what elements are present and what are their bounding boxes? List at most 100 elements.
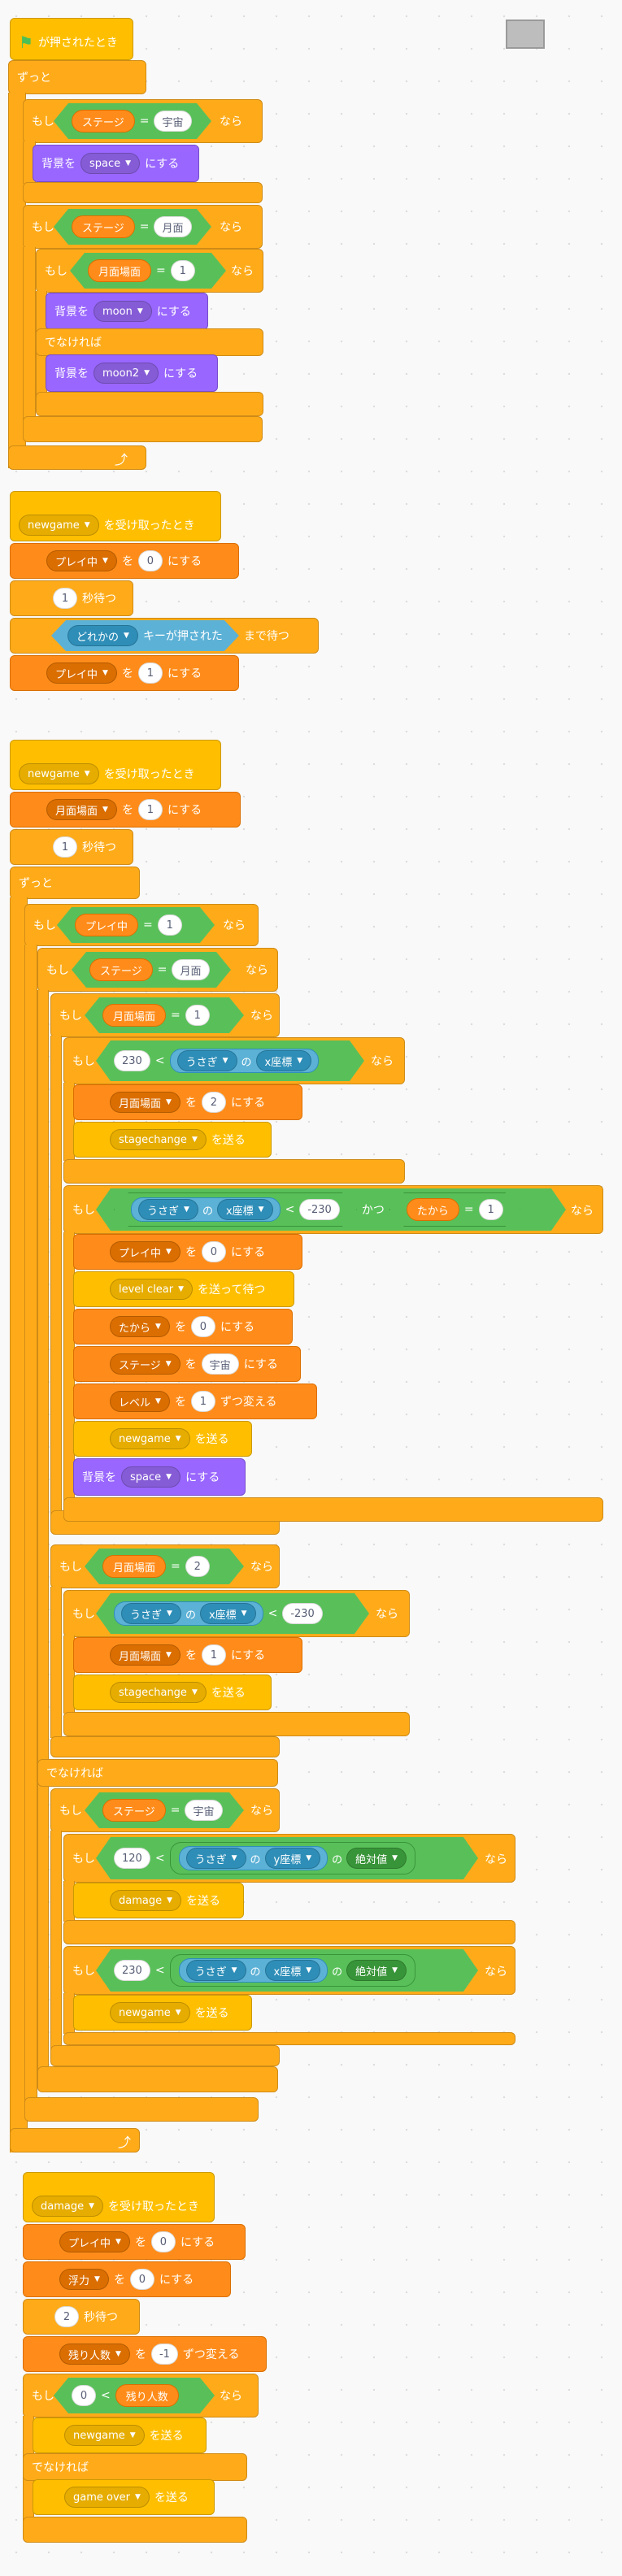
wait-block[interactable]: 1 秒待つ <box>10 580 133 616</box>
value-input[interactable]: 1 <box>201 1644 226 1666</box>
message-dropdown[interactable]: newgame▼ <box>110 2002 190 2023</box>
change-variable-block[interactable]: レベル▼ を 1 ずつ変える <box>73 1384 317 1419</box>
equals-operator[interactable]: ステージ = 月面 <box>72 952 231 988</box>
backdrop-dropdown[interactable]: moon2▼ <box>94 363 159 384</box>
broadcast-block[interactable]: newgame▼ を送る <box>73 1995 252 2031</box>
equals-operator[interactable]: たから = 1 <box>389 1192 520 1227</box>
message-dropdown[interactable]: newgame▼ <box>19 763 99 784</box>
abs-operator[interactable]: うさぎ▼ の x座標▼ の 絶対値▼ <box>170 1954 416 1987</box>
set-variable-block[interactable]: たから▼ を 0 にする <box>73 1309 293 1344</box>
stage-reporter[interactable]: ステージ <box>102 1799 166 1822</box>
set-variable-block[interactable]: プレイ中▼ を 1 にする <box>10 655 239 691</box>
message-dropdown[interactable]: damage▼ <box>110 1890 182 1911</box>
wait-until-block[interactable]: どれかの▼ キーが押された まで待つ <box>10 618 319 654</box>
value-input[interactable]: -1 <box>150 2344 178 2365</box>
less-than-operator[interactable]: 230 < うさぎ▼ の x座標▼ の 絶対値▼ <box>96 1949 478 1992</box>
value-input[interactable]: -230 <box>282 1603 323 1624</box>
value-input[interactable]: 1 <box>171 260 195 281</box>
set-variable-block[interactable]: 月面場面▼ を 1 にする <box>73 1637 302 1673</box>
variable-dropdown[interactable]: プレイ中▼ <box>46 550 117 571</box>
when-flag-clicked-hat[interactable]: ⚑ が押されたとき <box>10 18 133 60</box>
variable-dropdown[interactable]: 浮力▼ <box>59 2269 109 2290</box>
sprite-dropdown[interactable]: うさぎ▼ <box>138 1199 198 1220</box>
variable-dropdown[interactable]: 月面場面▼ <box>46 799 117 820</box>
lives-reporter[interactable]: 残り人数 <box>115 2384 179 2407</box>
and-operator[interactable]: うさぎ▼ の x座標▼ < -230 かつ たから = 1 <box>96 1188 566 1231</box>
equals-operator[interactable]: ステージ = 月面 <box>54 209 211 245</box>
set-variable-block[interactable]: 月面場面▼ を 2 にする <box>73 1084 302 1120</box>
value-input[interactable]: 230 <box>114 1050 150 1071</box>
attribute-dropdown[interactable]: x座標▼ <box>217 1199 273 1220</box>
attribute-dropdown[interactable]: y座標▼ <box>265 1848 321 1869</box>
treasure-reporter[interactable]: たから <box>407 1198 459 1221</box>
moon-scene-reporter[interactable]: 月面場面 <box>102 1004 166 1027</box>
when-receive-hat[interactable]: damage▼ を受け取ったとき <box>23 2172 215 2222</box>
message-dropdown[interactable]: damage▼ <box>32 2196 104 2217</box>
value-input[interactable]: 宇宙 <box>154 111 191 132</box>
less-than-operator[interactable]: うさぎ▼ の x座標▼ < -230 <box>96 1593 369 1634</box>
sprite-attribute-reporter[interactable]: うさぎ▼ の x座標▼ <box>170 1049 320 1073</box>
when-receive-hat[interactable]: newgame▼ を受け取ったとき <box>10 740 221 790</box>
equals-operator[interactable]: ステージ = 宇宙 <box>54 103 211 139</box>
value-input[interactable]: 0 <box>137 550 163 571</box>
switch-backdrop-block[interactable]: 背景を space▼ にする <box>73 1458 246 1496</box>
less-than-operator[interactable]: 0 < 残り人数 <box>54 2378 215 2413</box>
math-function-dropdown[interactable]: 絶対値▼ <box>346 1848 407 1869</box>
variable-dropdown[interactable]: プレイ中▼ <box>46 662 117 684</box>
value-input[interactable]: 月面 <box>172 959 209 980</box>
sprite-dropdown[interactable]: うさぎ▼ <box>177 1050 237 1071</box>
message-dropdown[interactable]: stagechange▼ <box>110 1682 207 1703</box>
sprite-attribute-reporter[interactable]: うさぎ▼ の x座標▼ <box>131 1197 281 1222</box>
variable-dropdown[interactable]: 月面場面▼ <box>110 1644 181 1666</box>
less-than-operator[interactable]: 120 < うさぎ▼ の y座標▼ の 絶対値▼ <box>96 1837 478 1879</box>
value-input[interactable]: 120 <box>114 1848 150 1869</box>
broadcast-block[interactable]: game over▼ を送る <box>33 2479 215 2515</box>
key-dropdown[interactable]: どれかの▼ <box>67 625 138 646</box>
seconds-input[interactable]: 1 <box>53 588 77 609</box>
sprite-attribute-reporter[interactable]: うさぎ▼ の y座標▼ <box>179 1846 328 1870</box>
variable-dropdown[interactable]: プレイ中▼ <box>110 1241 181 1262</box>
value-input[interactable]: 0 <box>150 2231 176 2252</box>
equals-operator[interactable]: 月面場面 = 1 <box>85 997 244 1033</box>
broadcast-block[interactable]: stagechange▼ を送る <box>73 1122 272 1158</box>
broadcast-block[interactable]: newgame▼ を送る <box>33 2417 207 2453</box>
broadcast-and-wait-block[interactable]: level clear▼ を送って待つ <box>73 1271 294 1307</box>
forever-block[interactable]: ずっと <box>10 867 140 899</box>
message-dropdown[interactable]: game over▼ <box>64 2487 150 2508</box>
variable-dropdown[interactable]: たから▼ <box>110 1316 170 1337</box>
value-input[interactable]: -230 <box>299 1199 340 1220</box>
attribute-dropdown[interactable]: x座標▼ <box>265 1960 321 1981</box>
value-input[interactable]: 0 <box>190 1316 215 1337</box>
stage-reporter[interactable]: ステージ <box>72 110 135 132</box>
value-input[interactable]: 230 <box>114 1960 150 1981</box>
sprite-attribute-reporter[interactable]: うさぎ▼ の x座標▼ <box>114 1601 263 1626</box>
stage-reporter[interactable]: ステージ <box>72 215 135 238</box>
equals-operator[interactable]: ステージ = 宇宙 <box>85 1792 244 1828</box>
value-input[interactable]: 宇宙 <box>185 1800 222 1821</box>
less-than-operator[interactable]: うさぎ▼ の x座標▼ < -230 <box>114 1192 357 1227</box>
variable-dropdown[interactable]: 月面場面▼ <box>110 1092 181 1113</box>
attribute-dropdown[interactable]: x座標▼ <box>256 1050 312 1071</box>
switch-backdrop-block[interactable]: 背景を space▼ にする <box>33 145 199 182</box>
seconds-input[interactable]: 2 <box>54 2306 79 2327</box>
value-input[interactable]: 1 <box>479 1199 503 1220</box>
equals-operator[interactable]: 月面場面 = 1 <box>70 253 226 289</box>
forever-block[interactable]: ずっと <box>8 60 146 94</box>
less-than-operator[interactable]: 230 < うさぎ▼ の x座標▼ <box>96 1040 364 1081</box>
broadcast-block[interactable]: newgame▼ を送る <box>73 1421 252 1457</box>
variable-dropdown[interactable]: プレイ中▼ <box>59 2231 130 2252</box>
playing-reporter[interactable]: プレイ中 <box>75 914 138 936</box>
variable-dropdown[interactable]: 残り人数▼ <box>59 2344 130 2365</box>
sprite-thumbnail[interactable] <box>506 20 545 49</box>
attribute-dropdown[interactable]: x座標▼ <box>200 1603 256 1624</box>
moon-scene-reporter[interactable]: 月面場面 <box>88 259 151 282</box>
set-variable-block[interactable]: プレイ中▼ を 0 にする <box>23 2224 246 2260</box>
sprite-dropdown[interactable]: うさぎ▼ <box>121 1603 181 1624</box>
math-function-dropdown[interactable]: 絶対値▼ <box>346 1960 407 1981</box>
value-input[interactable]: 1 <box>158 914 182 936</box>
set-variable-block[interactable]: プレイ中▼ を 0 にする <box>10 543 239 579</box>
backdrop-dropdown[interactable]: moon▼ <box>94 301 152 322</box>
set-variable-block[interactable]: ステージ▼ を 宇宙 にする <box>73 1346 301 1382</box>
stage-reporter[interactable]: ステージ <box>89 958 153 981</box>
when-receive-hat[interactable]: newgame▼ を受け取ったとき <box>10 491 221 541</box>
